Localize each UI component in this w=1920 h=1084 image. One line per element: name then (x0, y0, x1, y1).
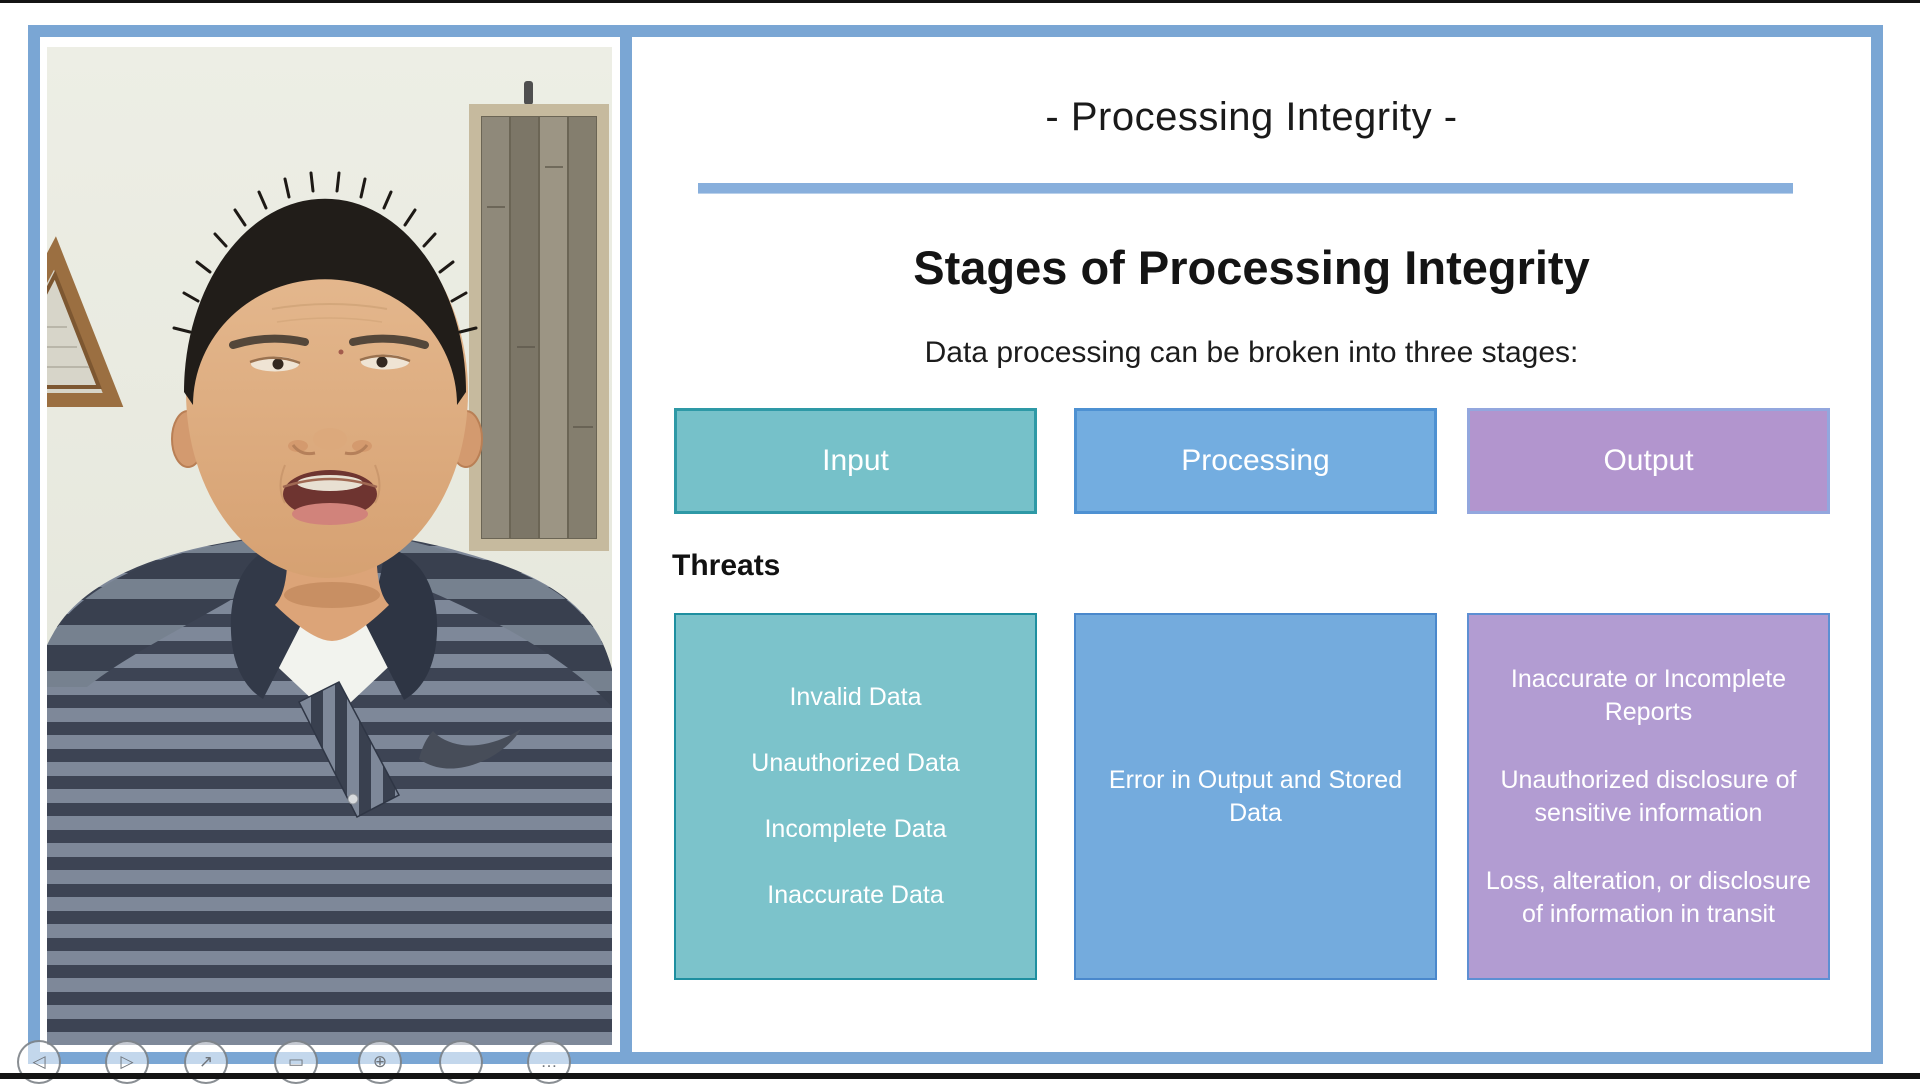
top-border-line (0, 0, 1920, 3)
stage-box-input: Input (674, 408, 1037, 514)
wood-plank-picture (469, 81, 609, 551)
more-icon: … (540, 1052, 558, 1071)
webcam-panel (40, 37, 620, 1052)
slide-heading: Stages of Processing Integrity (913, 241, 1590, 294)
face-features (229, 303, 429, 525)
all-slides-icon: ▭ (287, 1052, 305, 1071)
next-icon: ▷ (120, 1052, 134, 1071)
slide-title: - Processing Integrity - (1045, 95, 1458, 139)
title-underline (698, 183, 1793, 193)
spiky-hair (172, 171, 478, 405)
threat-item: Unauthorized Data (751, 749, 960, 777)
panel-divider (620, 37, 632, 1052)
stage-label-output: Output (1603, 444, 1694, 477)
threat-item: Inaccurate or Incomplete Reports (1510, 664, 1787, 726)
threats-label: Threats (672, 549, 781, 582)
threat-item: Loss, alteration, or disclosure of infor… (1485, 866, 1812, 928)
polo-button (347, 793, 359, 805)
zoom-icon: ⊕ (372, 1052, 388, 1071)
threat-item: Incomplete Data (764, 815, 947, 843)
collar-right (363, 549, 438, 700)
polo-right-yoke (381, 535, 612, 707)
presenter-webcam (47, 47, 612, 1045)
slide-subtitle: Data processing can be broken into three… (924, 336, 1579, 369)
bottom-border-line (0, 1073, 1920, 1079)
slide-panel: - Processing Integrity - Stages of Proce… (632, 37, 1871, 1052)
stage-label-input: Input (822, 444, 889, 477)
chin-shadow (284, 582, 380, 608)
stage-box-processing: Processing (1074, 408, 1437, 514)
presenter-person (47, 171, 612, 1045)
nike-swoosh-logo (419, 729, 521, 769)
content-frame: - Processing Integrity - Stages of Proce… (28, 25, 1883, 1064)
threat-box-processing: Error in Output and Stored Data (1074, 613, 1437, 980)
threat-item: Unauthorized disclosure of sensitive inf… (1500, 765, 1797, 827)
threat-box-input: Invalid Data Unauthorized Data Incomplet… (674, 613, 1037, 980)
polo-left-yoke (47, 535, 283, 687)
pen-icon: ↗ (198, 1052, 214, 1071)
threat-item: Error in Output and Stored Data (1108, 765, 1403, 827)
triangle-wood-shelf (47, 236, 124, 407)
polo-shirt (47, 532, 612, 1045)
threat-item: Invalid Data (789, 683, 922, 711)
threat-item: Inaccurate Data (767, 881, 944, 909)
threat-box-output: Inaccurate or Incomplete Reports Unautho… (1467, 613, 1830, 980)
stage-label-processing: Processing (1181, 444, 1330, 477)
previous-icon: ◁ (32, 1052, 46, 1071)
polo-placket (297, 681, 401, 819)
stage-box-output: Output (1467, 408, 1830, 514)
